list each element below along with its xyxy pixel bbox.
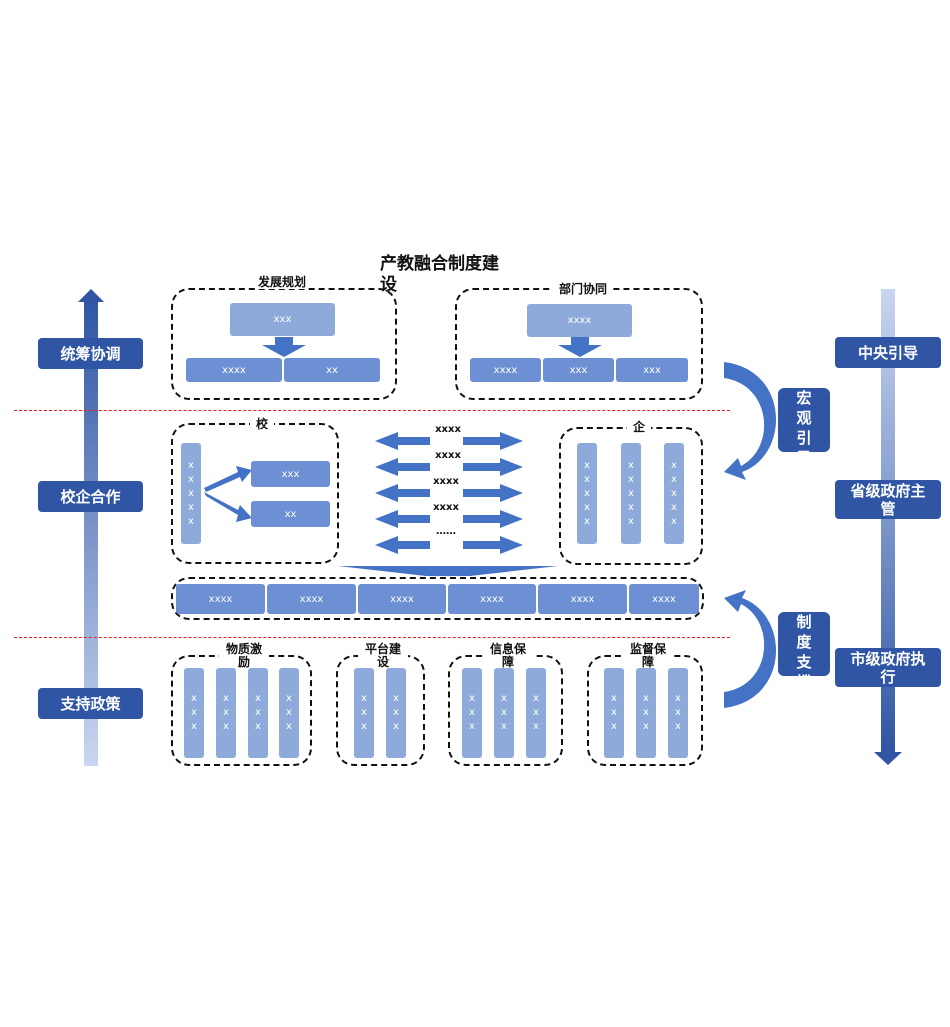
cooperation-cell: xxxx xyxy=(267,584,356,614)
exchange-label: xxxx xyxy=(426,424,470,435)
dept-cell: xxxx xyxy=(470,358,541,382)
left-axis-arrowhead xyxy=(78,289,104,302)
incentive-column: xxx xyxy=(184,668,204,758)
badge-macro-guidance: 宏观引导 xyxy=(778,388,830,452)
left-label-support-policy: 支持政策 xyxy=(38,688,143,719)
right-axis-shaft xyxy=(881,289,895,754)
dept-caption: 部门协同 xyxy=(553,283,613,296)
enterprise-column: xxxxx xyxy=(664,443,684,544)
right-label-municipal: 市级政府执行 xyxy=(835,648,941,687)
platform-column: xxx xyxy=(354,668,374,758)
school-column: xxxxx xyxy=(181,443,201,544)
enterprise-caption: 企 xyxy=(627,421,651,434)
school-arrow-lower xyxy=(204,492,252,522)
plan-head: xxx xyxy=(230,303,335,336)
dept-cell: xxx xyxy=(543,358,614,382)
exchange-label: xxxx xyxy=(424,476,468,487)
platform-box xyxy=(336,655,425,766)
info-column: xxx xyxy=(526,668,546,758)
platform-caption: 平台建设 xyxy=(358,643,408,669)
separator-top xyxy=(14,410,730,411)
left-label-coordination: 统筹协调 xyxy=(38,338,143,369)
supervision-column: xxx xyxy=(668,668,688,758)
exchange-label: …… xyxy=(424,526,468,537)
school-arrow-upper xyxy=(204,466,252,492)
platform-column: xxx xyxy=(386,668,406,758)
left-label-school-enterprise: 校企合作 xyxy=(38,481,143,512)
enterprise-column: xxxxx xyxy=(577,443,597,544)
supervision-column: xxx xyxy=(604,668,624,758)
dept-head: xxxx xyxy=(527,304,632,337)
info-column: xxx xyxy=(494,668,514,758)
separator-bottom xyxy=(14,637,730,638)
plan-cell: xx xyxy=(284,358,380,382)
page-title: 产教融合制度建设 xyxy=(380,254,499,295)
system-curve-arrow xyxy=(724,590,777,708)
school-target: xx xyxy=(251,501,330,527)
info-column: xxx xyxy=(462,668,482,758)
cooperation-cell: xxxx xyxy=(358,584,446,614)
incentive-column: xxx xyxy=(248,668,268,758)
supervision-caption: 监督保障 xyxy=(623,643,673,669)
plan-down-arrow xyxy=(262,337,306,357)
dept-cell: xxx xyxy=(616,358,688,382)
left-axis-shaft xyxy=(84,300,98,766)
plan-cell: xxxx xyxy=(186,358,282,382)
plan-caption: 发展规划 xyxy=(256,275,308,289)
badge-system-support: 制度支撑 xyxy=(778,612,830,676)
cooperation-row-box xyxy=(171,577,704,620)
incentive-column: xxx xyxy=(279,668,299,758)
info-caption: 信息保障 xyxy=(483,643,533,669)
macro-curve-arrow xyxy=(724,362,777,480)
supervision-column: xxx xyxy=(636,668,656,758)
right-label-central: 中央引导 xyxy=(835,337,941,368)
right-label-provincial: 省级政府主管 xyxy=(835,480,941,519)
exchange-label: xxxx xyxy=(426,450,470,461)
cooperation-cell: xxxx xyxy=(538,584,627,614)
cooperation-cell: xxxx xyxy=(176,584,265,614)
cooperation-cell: xxxx xyxy=(629,584,699,614)
incentive-column: xxx xyxy=(216,668,236,758)
cooperation-cell: xxxx xyxy=(448,584,536,614)
exchange-arrows xyxy=(375,432,523,554)
enterprise-column: xxxxx xyxy=(621,443,641,544)
merge-down-arrow xyxy=(338,566,558,576)
school-target: xxx xyxy=(251,461,330,487)
dept-down-arrow xyxy=(558,337,602,357)
school-caption: 校 xyxy=(250,418,274,431)
exchange-label: xxxx xyxy=(424,502,468,513)
incentive-caption: 物质激励 xyxy=(219,643,269,669)
plan-box xyxy=(171,288,397,400)
right-axis-arrowhead xyxy=(874,752,902,765)
